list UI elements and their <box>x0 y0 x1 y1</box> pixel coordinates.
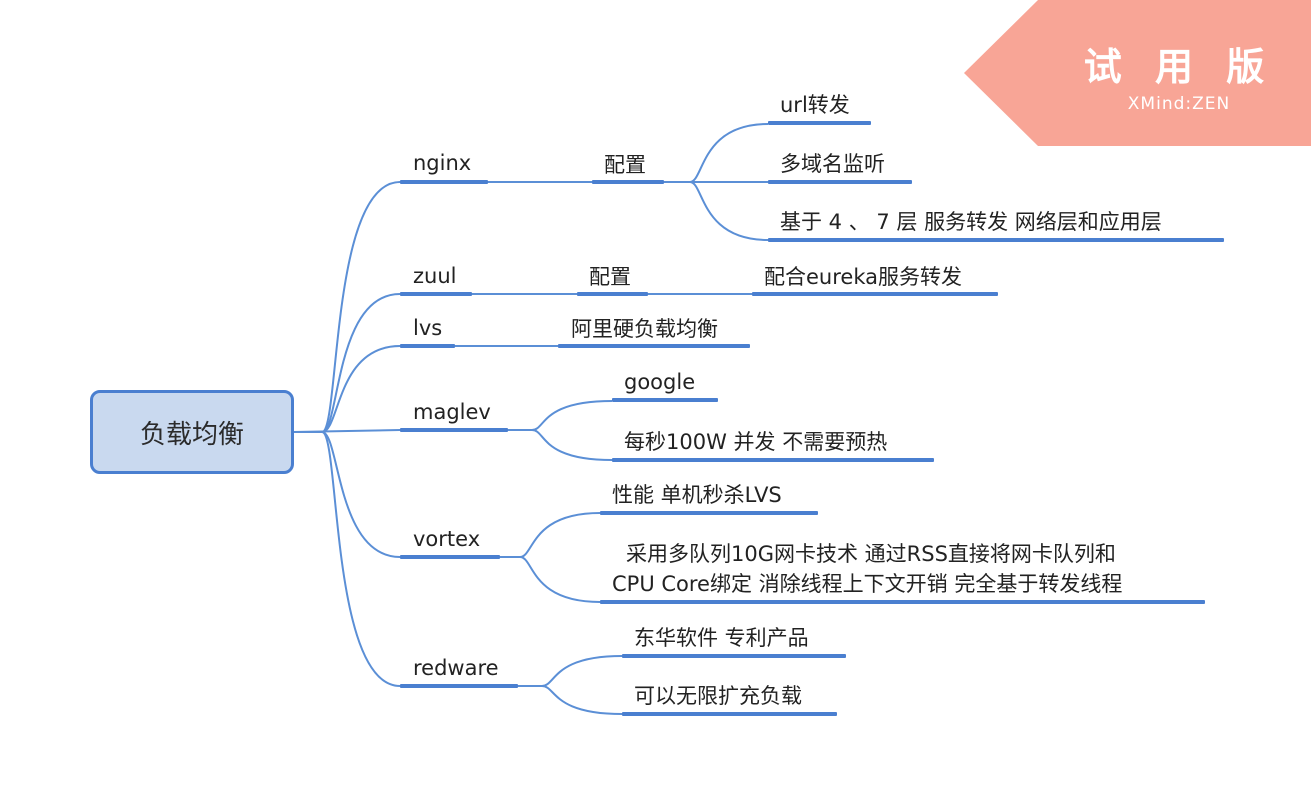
branch-vortex-underline <box>400 555 500 559</box>
connector-root-redware <box>294 431 401 687</box>
root-label: 负载均衡 <box>139 419 244 450</box>
connector-root-vortex <box>294 431 401 558</box>
connector-redware-unlimited <box>541 685 623 715</box>
branch-nginx-label[interactable]: nginx <box>413 151 472 175</box>
connector-maglev-qps <box>531 429 613 461</box>
connector-redware-donghua <box>518 655 623 687</box>
nginx-leaf-multidomain[interactable]: 多域名监听 <box>780 152 885 176</box>
lvs-leaf-ali-underline <box>558 344 750 348</box>
nginx-config-underline <box>592 180 664 184</box>
branch-zuul-label[interactable]: zuul <box>413 264 457 288</box>
zuul-leaf-eureka-underline <box>752 292 998 296</box>
zuul-config-underline <box>577 292 648 296</box>
nginx-leaf-layer[interactable]: 基于 4 、 7 层 服务转发 网络层和应用层 <box>780 210 1162 234</box>
maglev-leaf-qps-underline <box>612 458 934 462</box>
branch-lvs-underline <box>400 344 455 348</box>
nginx-leaf-layer-underline <box>768 238 1224 242</box>
vortex-leaf-multiqueue-line2[interactable]: CPU Core绑定 消除线程上下文开销 完全基于转发线程 <box>612 572 1123 596</box>
connector-config-url <box>664 123 769 183</box>
redware-leaf-donghua[interactable]: 东华软件 专利产品 <box>634 626 809 650</box>
vortex-leaf-perf[interactable]: 性能 单机秒杀LVS <box>612 483 782 507</box>
lvs-leaf-ali[interactable]: 阿里硬负载均衡 <box>571 317 718 341</box>
redware-leaf-unlimited[interactable]: 可以无限扩充负载 <box>634 684 802 708</box>
root-node[interactable]: 负载均衡 <box>90 390 294 474</box>
connector-vortex-perf <box>500 512 601 558</box>
branch-vortex-label[interactable]: vortex <box>413 527 481 551</box>
branch-redware-label[interactable]: redware <box>413 656 499 680</box>
branch-maglev-underline <box>400 428 508 432</box>
trial-watermark-badge: 试 用 版 XMind:ZEN <box>964 0 1311 146</box>
branch-lvs-label[interactable]: lvs <box>413 316 443 340</box>
branch-redware-underline <box>400 684 518 688</box>
redware-leaf-donghua-underline <box>622 654 846 658</box>
connector-root-nginx <box>294 181 401 433</box>
branch-nginx-underline <box>400 180 488 184</box>
nginx-leaf-multidomain-underline <box>768 180 912 184</box>
maglev-leaf-qps[interactable]: 每秒100W 并发 不需要预热 <box>624 430 888 454</box>
branch-zuul-underline <box>400 292 472 296</box>
zuul-config-label[interactable]: 配置 <box>589 265 631 289</box>
connector-maglev-google <box>508 400 613 431</box>
trial-badge-shape <box>964 0 1311 146</box>
maglev-leaf-google[interactable]: google <box>624 370 696 394</box>
vortex-leaf-perf-underline <box>600 511 818 515</box>
connector-config-layer <box>689 181 769 241</box>
branch-maglev-label[interactable]: maglev <box>413 400 491 424</box>
trial-subtitle: XMind:ZEN <box>1127 94 1231 114</box>
trial-title: 试 用 版 <box>1083 45 1275 89</box>
vortex-leaf-multiqueue-underline <box>600 600 1205 604</box>
connector-root-zuul <box>294 293 401 433</box>
vortex-leaf-multiqueue-line1[interactable]: 采用多队列10G网卡技术 通过RSS直接将网卡队列和 <box>626 542 1116 566</box>
nginx-leaf-url-underline <box>768 121 871 125</box>
zuul-leaf-eureka[interactable]: 配合eureka服务转发 <box>764 265 962 289</box>
connector-vortex-multiqueue <box>519 556 601 603</box>
maglev-leaf-google-underline <box>612 398 718 402</box>
nginx-leaf-url[interactable]: url转发 <box>780 93 850 117</box>
connector-root-lvs <box>294 345 401 433</box>
nginx-config-label[interactable]: 配置 <box>604 153 646 177</box>
redware-leaf-unlimited-underline <box>622 712 837 716</box>
